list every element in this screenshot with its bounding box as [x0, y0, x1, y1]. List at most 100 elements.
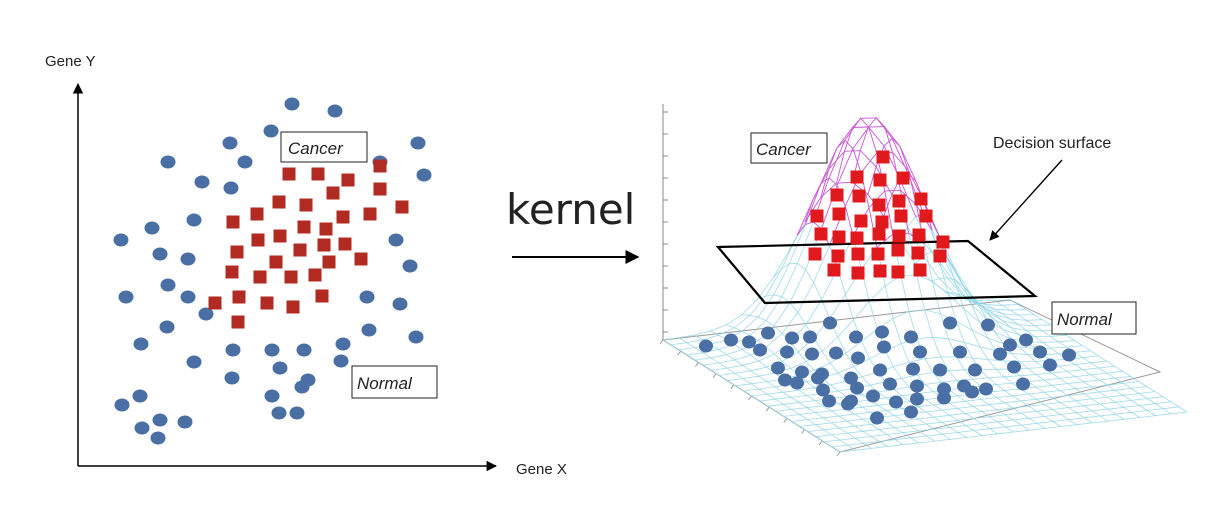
left-scatter-panel: Gene Y Gene X Cancer Normal	[45, 53, 567, 478]
decision-plane	[715, 239, 1038, 305]
normal-point-3d	[778, 373, 792, 387]
right-3d-panel: Cancer Normal Decision surface	[659, 104, 1188, 457]
y-axis-label: Gene Y	[45, 53, 96, 70]
normal-point-3d	[889, 395, 903, 409]
normal-point-3d	[979, 382, 993, 396]
normal-point-3d	[906, 362, 920, 376]
normal-point-3d	[965, 385, 979, 399]
cancer-point-3d	[872, 198, 886, 212]
base-tick	[748, 395, 752, 401]
base-tick	[659, 339, 664, 345]
mesh-line	[751, 355, 1099, 397]
normal-point-3d	[981, 318, 995, 332]
normal-label-3d: Normal	[1057, 310, 1113, 329]
cancer-point	[284, 270, 298, 284]
cancer-point-3d	[851, 247, 865, 261]
normal-label-box-3d	[1051, 301, 1137, 335]
normal-point-3d	[841, 397, 855, 411]
normal-point	[113, 233, 129, 247]
normal-point	[118, 290, 134, 304]
mesh-line-upper	[852, 189, 933, 236]
cancer-point	[250, 207, 264, 221]
normal-point-3d	[829, 346, 843, 360]
normal-point-3d	[968, 363, 982, 377]
normal-point-3d	[913, 345, 927, 359]
normal-point	[186, 355, 202, 369]
normal-point	[223, 181, 239, 195]
cancer-point-3d	[933, 249, 947, 263]
normal-point-3d	[771, 361, 785, 375]
mesh-line	[993, 300, 1172, 415]
normal-point-3d	[724, 333, 738, 347]
mesh-line	[807, 391, 1155, 432]
normal-point-3d	[953, 345, 967, 359]
cancer-point-3d	[873, 173, 887, 187]
normal-point	[152, 413, 168, 427]
cancer-point-3d	[912, 228, 926, 242]
cancer-point	[373, 159, 387, 173]
normal-point-3d	[849, 330, 863, 344]
cancer-point-3d	[919, 209, 933, 223]
normal-point-3d	[870, 411, 884, 425]
normal-point-3d	[1003, 338, 1017, 352]
normal-point-3d	[761, 326, 775, 340]
normal-point	[359, 290, 375, 304]
normal-point-3d	[937, 391, 951, 405]
normal-point	[133, 337, 149, 351]
cancer-point-3d	[850, 231, 864, 245]
mesh-line-upper	[812, 117, 925, 222]
normal-point	[225, 343, 241, 357]
normal-point-3d	[1019, 333, 1033, 347]
normal-point-3d	[904, 330, 918, 344]
cancer-points-2d	[208, 159, 409, 329]
cancer-point	[232, 290, 246, 304]
normal-point-3d	[943, 316, 957, 330]
cancer-point	[308, 268, 322, 282]
normal-point-3d	[1062, 348, 1076, 362]
normal-point-3d	[873, 363, 887, 377]
normal-point	[180, 290, 196, 304]
normal-point	[237, 155, 253, 169]
normal-point-3d	[795, 365, 809, 379]
x-axis-label: Gene X	[516, 461, 567, 478]
cancer-point	[319, 222, 333, 236]
normal-point-3d	[785, 331, 799, 345]
normal-point	[180, 252, 196, 266]
cancer-point-3d	[854, 214, 868, 228]
mesh-line	[1009, 299, 1188, 413]
normal-point	[361, 323, 377, 337]
mesh-line	[783, 376, 1131, 417]
cancer-point-3d	[851, 266, 865, 280]
cancer-point-3d	[810, 209, 824, 223]
normal-point	[335, 337, 351, 351]
decision-surface-label: Decision surface	[993, 135, 1111, 152]
cancer-point	[272, 195, 286, 209]
normal-point	[416, 168, 432, 182]
cancer-point	[251, 233, 265, 247]
mesh-line	[831, 406, 1180, 448]
cancer-point	[230, 245, 244, 259]
normal-point	[134, 421, 150, 435]
normal-point	[263, 124, 279, 138]
cancer-point-3d	[852, 189, 866, 203]
cancer-point-3d	[871, 247, 885, 261]
kernel-surface-mesh	[662, 117, 1188, 453]
z-axis-ticks	[663, 111, 668, 333]
base-tick	[695, 362, 699, 367]
cancer-point-3d	[832, 230, 846, 244]
cancer-point	[311, 167, 325, 181]
cancer-point	[225, 265, 239, 279]
normal-point-3d	[699, 339, 713, 353]
cancer-point-3d	[814, 227, 828, 241]
normal-point	[186, 213, 202, 227]
base-tick	[765, 406, 770, 412]
normal-point	[392, 297, 408, 311]
normal-label: Normal	[357, 374, 413, 393]
normal-point	[160, 155, 176, 169]
normal-point	[114, 398, 130, 412]
cancer-point	[297, 220, 311, 234]
normal-point-3d	[910, 392, 924, 406]
normal-point-3d	[1016, 377, 1030, 391]
cancer-point-3d	[936, 235, 950, 249]
